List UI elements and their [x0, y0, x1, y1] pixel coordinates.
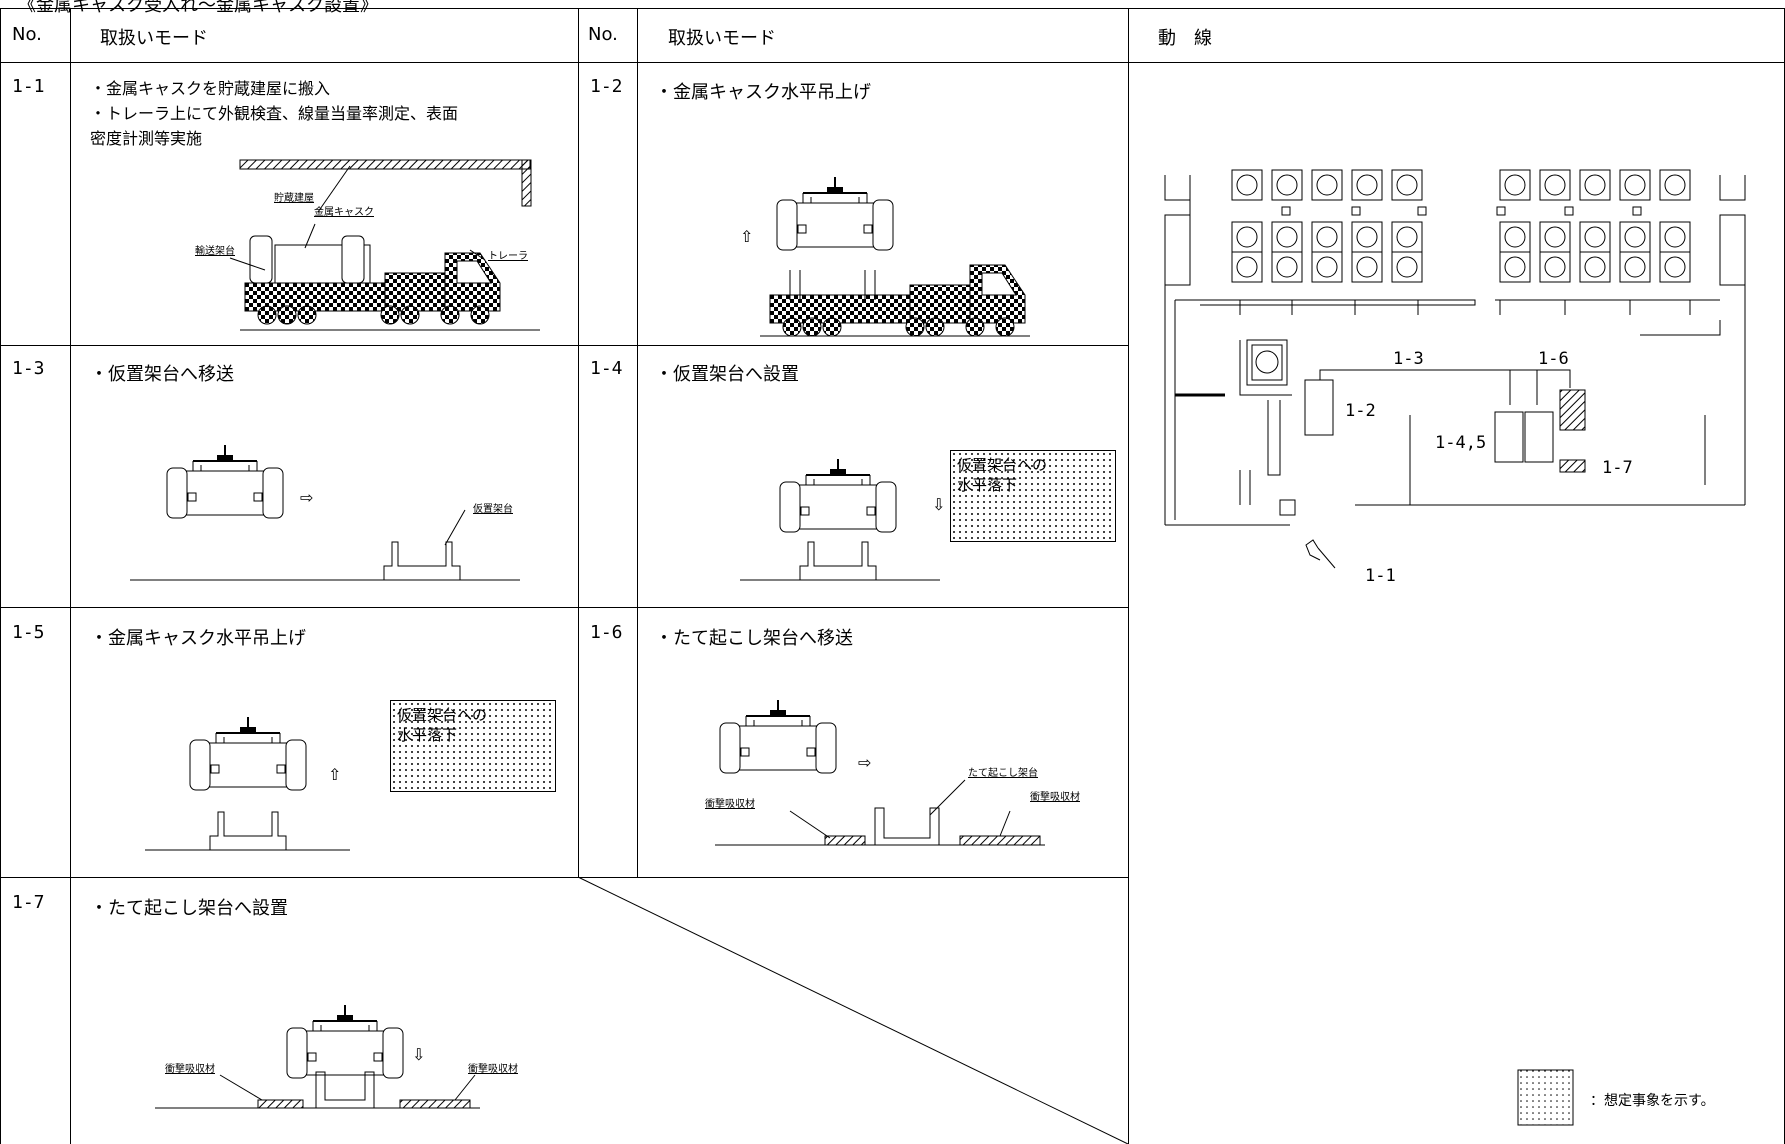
label-trailer: トレーラ: [488, 250, 528, 262]
row-no-1-7: 1-7: [12, 892, 45, 913]
header-no-right: No.: [588, 24, 618, 45]
label-storage-building: 貯蔵建屋: [274, 191, 314, 204]
right-arrow-icon: ⇨: [300, 488, 313, 507]
route-plan: [1164, 169, 1746, 1126]
header-mode-left: 取扱いモード: [100, 28, 208, 49]
row-text-1-3: ・仮置架台へ移送: [90, 364, 234, 385]
row-text-1-7: ・たて起こし架台へ設置: [90, 898, 288, 919]
note-drop-1-4-line2: 水平落下: [957, 476, 1018, 494]
row-text-1-2: ・金属キャスク水平吊上げ: [655, 82, 871, 103]
route-label-1-4-5: 1-4,5: [1435, 433, 1486, 453]
row-no-1-4: 1-4: [590, 358, 623, 379]
down-arrow-icon: ⇩: [932, 495, 945, 514]
row-text-1-1-line1: ・金属キャスクを貯蔵建屋に搬入: [90, 79, 331, 98]
row-no-1-5: 1-5: [12, 622, 45, 643]
row-text-1-1-line2: ・トレーラ上にて外観検査、線量当量率測定、表面: [90, 104, 459, 123]
label-shock-absorber-1-7b: 衝撃吸収材: [468, 1062, 518, 1075]
row-divider-2: [0, 607, 1128, 608]
row-no-1-3: 1-3: [12, 358, 45, 379]
fig-1-6: ⇨ たて起こし架台 衝撃吸収材 衝撃吸収材: [705, 699, 1080, 846]
label-transport-frame: 輸送架台: [195, 244, 235, 257]
row-no-1-1: 1-1: [12, 76, 45, 97]
route-label-1-6: 1-6: [1538, 349, 1569, 369]
label-shock-absorber-1-7a: 衝撃吸収材: [165, 1062, 215, 1075]
col-divider-route: [1128, 8, 1129, 1144]
empty-cell-diagonal: [577, 876, 1129, 1144]
fig-1-2: ⇧: [740, 176, 1030, 337]
up-arrow-icon: ⇧: [328, 765, 341, 784]
header-divider: [0, 62, 1785, 63]
row-divider-3: [0, 877, 1128, 878]
label-upright-stand-1-6: たて起こし架台: [968, 766, 1038, 779]
note-drop-1-4-line1: 仮置架台への: [957, 456, 1048, 474]
storage-cask-grid-left: [1231, 169, 1423, 283]
header-route: 動 線: [1158, 28, 1212, 49]
row-text-1-4: ・仮置架台へ設置: [655, 364, 799, 385]
header-no-left: No.: [12, 24, 42, 45]
label-temp-stand-1-3: 仮置架台: [473, 502, 513, 515]
route-label-1-1: 1-1: [1365, 566, 1396, 586]
row-text-1-6: ・たて起こし架台へ移送: [655, 628, 853, 649]
legend-text: ：想定事象を示す。: [1590, 1093, 1715, 1109]
row-divider-1: [0, 345, 1128, 346]
route-label-1-2: 1-2: [1345, 401, 1376, 421]
route-labels: 1-3 1-6 1-2 1-4,5 1-7 1-1: [1345, 349, 1633, 586]
row-no-1-2: 1-2: [590, 76, 623, 97]
col-divider-mid: [578, 8, 579, 877]
note-drop-1-4: 仮置架台への 水平落下: [950, 450, 1116, 542]
fig-1-5: ⇧: [145, 716, 350, 851]
row-text-1-1-line3: 密度計測等実施: [90, 129, 203, 148]
fig-1-1: 貯蔵建屋 金属キャスク 輸送架台 トレーラ: [195, 159, 540, 331]
down-arrow-icon: ⇩: [412, 1045, 425, 1064]
label-metal-cask-1-1: 金属キャスク: [314, 205, 374, 218]
label-shock-absorber-1-6a: 衝撃吸収材: [705, 797, 755, 810]
note-drop-1-5-line2: 水平落下: [397, 726, 458, 744]
col-divider-no-right: [637, 8, 638, 877]
table-top-border: [0, 8, 1785, 9]
right-arrow-icon: ⇨: [858, 753, 871, 772]
row-no-1-6: 1-6: [590, 622, 623, 643]
header-mode-right: 取扱いモード: [668, 28, 776, 49]
note-drop-1-5-line1: 仮置架台への: [397, 706, 488, 724]
row-text-1-5: ・金属キャスク水平吊上げ: [90, 628, 306, 649]
fig-1-7: ⇩ 衝撃吸収材 衝撃吸収材: [155, 1004, 518, 1109]
fig-1-4: ⇩: [740, 458, 945, 581]
label-shock-absorber-1-6b: 衝撃吸収材: [1030, 790, 1080, 803]
up-arrow-icon: ⇧: [740, 227, 753, 246]
col-divider-no-left: [70, 8, 71, 1144]
route-label-1-7: 1-7: [1602, 458, 1633, 478]
table-left-border: [0, 8, 1, 1144]
fig-1-3: ⇨ 仮置架台: [130, 444, 520, 581]
storage-cask-grid-right: [1499, 169, 1691, 283]
note-drop-1-5: 仮置架台への 水平落下: [390, 700, 556, 792]
route-label-1-3: 1-3: [1393, 349, 1424, 369]
row-text-1-1: ・金属キャスクを貯蔵建屋に搬入 ・トレーラ上にて外観検査、線量当量率測定、表面 …: [90, 76, 458, 151]
